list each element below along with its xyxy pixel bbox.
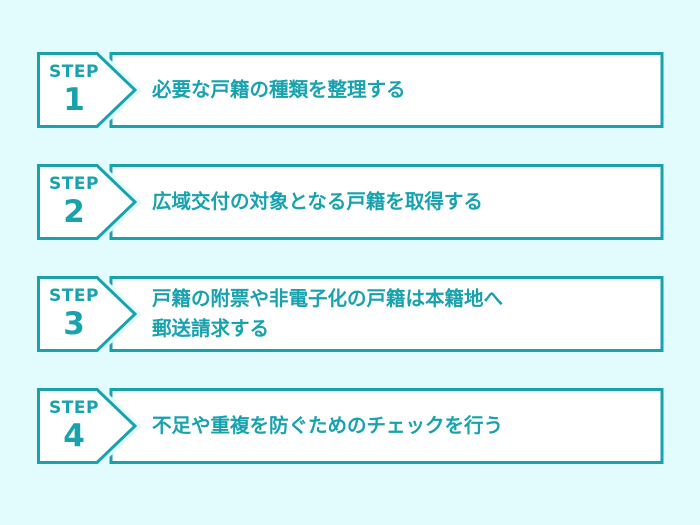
step-text-content: 戸籍の附票や非電子化の戸籍は本籍地へ 郵送請求する xyxy=(152,287,504,340)
step-arrow-badge xyxy=(37,164,138,240)
step-1: STEP 1 必要な戸籍の種類を整理する xyxy=(0,52,700,132)
step-arrow-badge xyxy=(37,276,138,352)
step-text: 広域交付の対象となる戸籍を取得する xyxy=(152,164,652,240)
step-number: 4 xyxy=(63,418,85,454)
step-frame xyxy=(33,276,664,354)
step-frame xyxy=(33,52,664,130)
step-text: 不足や重複を防ぐためのチェックを行う xyxy=(152,388,652,464)
step-arrow-badge xyxy=(37,52,138,128)
step-3: STEP 3 戸籍の附票や非電子化の戸籍は本籍地へ 郵送請求する xyxy=(0,276,700,356)
step-number: 1 xyxy=(63,82,85,118)
step-text-content: 必要な戸籍の種類を整理する xyxy=(152,78,406,101)
step-text-content: 不足や重複を防ぐためのチェックを行う xyxy=(152,414,504,437)
step-text-box xyxy=(109,52,664,128)
step-number: 2 xyxy=(63,194,85,230)
step-number: 3 xyxy=(63,306,85,342)
step-frame xyxy=(33,164,664,242)
step-2: STEP 2 広域交付の対象となる戸籍を取得する xyxy=(0,164,700,244)
step-text: 必要な戸籍の種類を整理する xyxy=(152,52,652,128)
step-text: 戸籍の附票や非電子化の戸籍は本籍地へ 郵送請求する xyxy=(152,276,652,352)
step-word: STEP xyxy=(49,286,99,306)
step-word: STEP xyxy=(49,398,99,418)
step-text-box xyxy=(109,388,664,464)
step-frame xyxy=(33,388,664,466)
step-word: STEP xyxy=(49,62,99,82)
step-text-box xyxy=(109,164,664,240)
step-arrow-badge xyxy=(37,388,138,464)
step-text-content: 広域交付の対象となる戸籍を取得する xyxy=(152,190,483,213)
step-word: STEP xyxy=(49,174,99,194)
step-4: STEP 4 不足や重複を防ぐためのチェックを行う xyxy=(0,388,700,468)
